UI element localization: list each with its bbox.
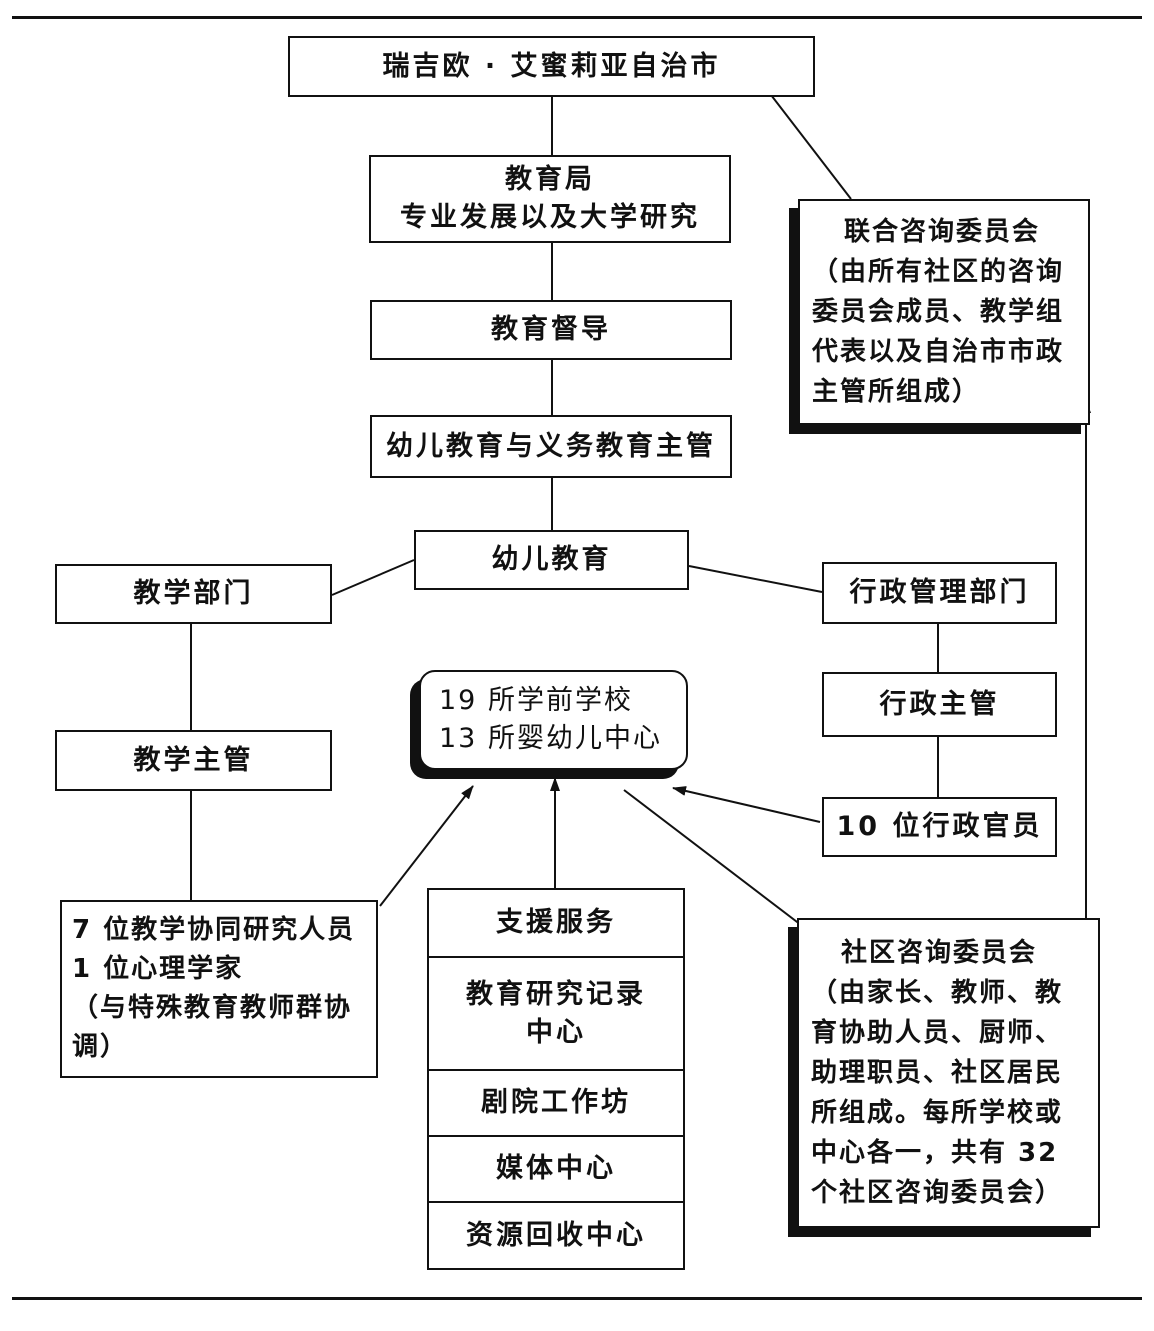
bottom-rule bbox=[12, 1297, 1142, 1300]
researchers-line4: 调） bbox=[72, 1032, 129, 1062]
municipality-label: 瑞吉欧 · 艾蜜莉亚自治市 bbox=[382, 50, 721, 82]
admin-dept-box: 行政管理部门 bbox=[822, 562, 1057, 624]
joint-council-line2: 委员会成员、教学组 bbox=[812, 297, 1065, 327]
education-bureau-subtitle: 专业发展以及大学研究 bbox=[400, 202, 700, 233]
line-early-admin bbox=[688, 565, 823, 593]
supervision-box: 教育督导 bbox=[370, 300, 732, 360]
community-council-line2: 育协助人员、厨师、 bbox=[811, 1018, 1064, 1048]
schools-box: 19 所学前学校 13 所婴幼儿中心 bbox=[419, 670, 688, 770]
support-item-theater-label: 剧院工作坊 bbox=[481, 1087, 631, 1118]
support-item-media: 媒体中心 bbox=[429, 1135, 683, 1201]
arrow-joint-municipality bbox=[757, 77, 852, 200]
director-label: 幼儿教育与义务教育主管 bbox=[386, 430, 716, 462]
community-council-line5: 中心各一，共有 32 bbox=[811, 1138, 1059, 1168]
arrow-officers-schools bbox=[672, 786, 821, 823]
admin-supervisor-label: 行政主管 bbox=[879, 688, 1000, 720]
support-header-label: 支援服务 bbox=[496, 907, 616, 938]
support-item-research-center: 教育研究记录 中心 bbox=[429, 956, 683, 1069]
joint-council-title: 联合咨询委员会 bbox=[844, 217, 1041, 247]
top-rule bbox=[12, 16, 1142, 19]
supervision-label: 教育督导 bbox=[491, 314, 611, 345]
support-item-recycling: 资源回收中心 bbox=[429, 1201, 683, 1268]
community-council-box: 社区咨询委员会 （由家长、教师、教 育协助人员、厨师、 助理职员、社区居民 所组… bbox=[797, 918, 1100, 1228]
support-services-stack: 支援服务 教育研究记录 中心 剧院工作坊 媒体中心 资源回收中心 bbox=[427, 888, 685, 1270]
researchers-line2: 1 位心理学家 bbox=[72, 954, 244, 984]
community-council-title: 社区咨询委员会 bbox=[841, 938, 1038, 968]
support-item-research-center-label: 教育研究记录 中心 bbox=[466, 978, 646, 1048]
researchers-box: 7 位教学协同研究人员 1 位心理学家 （与特殊教育教师群协 调） bbox=[60, 900, 378, 1078]
community-council-line4: 所组成。每所学校或 bbox=[811, 1098, 1064, 1128]
arrow-researchers-schools bbox=[379, 785, 474, 907]
support-header: 支援服务 bbox=[429, 890, 683, 956]
support-item-theater: 剧院工作坊 bbox=[429, 1069, 683, 1135]
schools-preschools: 19 所学前学校 bbox=[439, 685, 633, 716]
teaching-dept-label: 教学部门 bbox=[133, 578, 254, 609]
community-council-line3: 助理职员、社区居民 bbox=[811, 1058, 1064, 1088]
schools-infant-centers: 13 所婴幼儿中心 bbox=[439, 723, 662, 754]
joint-council-line4: 主管所组成） bbox=[812, 377, 981, 407]
early-childhood-label: 幼儿教育 bbox=[491, 544, 612, 575]
community-council-line1: （由家长、教师、教 bbox=[811, 978, 1064, 1008]
teaching-dept-box: 教学部门 bbox=[55, 564, 332, 624]
teaching-supervisor-box: 教学主管 bbox=[55, 730, 332, 791]
support-item-recycling-label: 资源回收中心 bbox=[466, 1219, 646, 1251]
researchers-line3: （与特殊教育教师群协 bbox=[72, 993, 353, 1023]
admin-officers-label: 10 位行政官员 bbox=[836, 811, 1043, 842]
admin-supervisor-box: 行政主管 bbox=[822, 672, 1057, 737]
line-early-teaching bbox=[331, 559, 415, 596]
joint-council-line3: 代表以及自治市市政 bbox=[812, 337, 1065, 367]
joint-council-line1: （由所有社区的咨询 bbox=[812, 257, 1065, 287]
joint-council-box: 联合咨询委员会 （由所有社区的咨询 委员会成员、教学组 代表以及自治市市政 主管… bbox=[798, 199, 1090, 425]
early-childhood-box: 幼儿教育 bbox=[414, 530, 689, 590]
admin-officers-box: 10 位行政官员 bbox=[822, 797, 1057, 857]
arrow-schools-community bbox=[623, 789, 827, 945]
admin-dept-label: 行政管理部门 bbox=[849, 577, 1030, 608]
director-box: 幼儿教育与义务教育主管 bbox=[370, 415, 732, 478]
researchers-line1: 7 位教学协同研究人员 bbox=[72, 915, 356, 945]
support-item-media-label: 媒体中心 bbox=[496, 1153, 616, 1184]
municipality-box: 瑞吉欧 · 艾蜜莉亚自治市 bbox=[288, 36, 815, 97]
teaching-supervisor-label: 教学主管 bbox=[133, 744, 254, 776]
community-council-line6: 个社区咨询委员会） bbox=[811, 1178, 1064, 1208]
education-bureau-title: 教育局 bbox=[505, 164, 595, 195]
education-bureau-box: 教育局 专业发展以及大学研究 bbox=[369, 155, 731, 243]
